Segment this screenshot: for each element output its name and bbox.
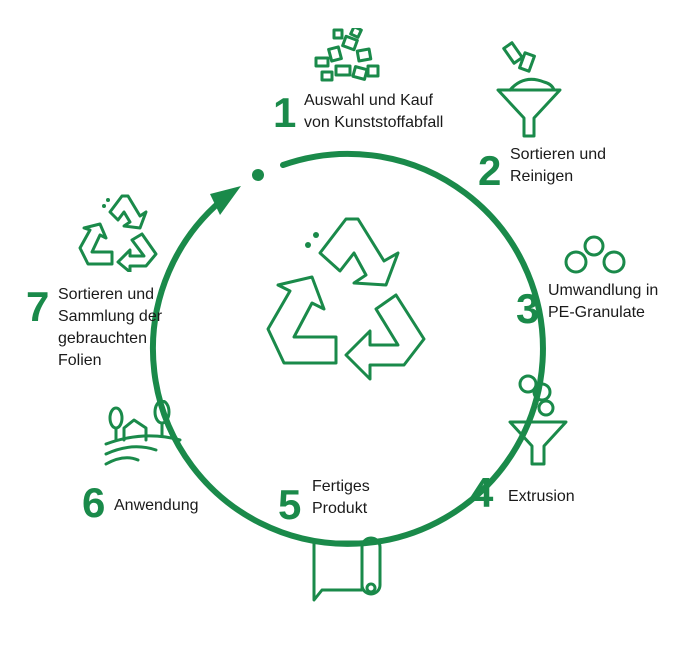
- step-3-label-line-1: Umwandlung in: [548, 282, 659, 299]
- step-2-label-line-1: Sortieren und: [510, 146, 607, 163]
- step-5-number: 5: [278, 481, 302, 528]
- step-5-label-line-2: Produkt: [312, 500, 368, 517]
- step-4-number: 4: [470, 469, 494, 516]
- granules-icon: [564, 235, 626, 274]
- step-1-number: 1: [273, 89, 297, 136]
- recycle-large-icon: [266, 217, 426, 381]
- farm-field-icon: [104, 400, 182, 466]
- step-7-label-line-1: Sortieren und: [58, 286, 155, 303]
- step-7-label-line-3: gebrauchten: [58, 330, 147, 347]
- extrusion-funnel-icon: [508, 374, 568, 466]
- step-2-number: 2: [478, 147, 502, 194]
- step-4-label-line-1: Extrusion: [508, 488, 575, 505]
- plastic-waste-pile-icon: [314, 28, 380, 82]
- step-1-label-line-1: Auswahl und Kauf: [304, 92, 433, 109]
- recycle-small-icon: [78, 194, 158, 272]
- step-7-number: 7: [26, 283, 50, 330]
- step-1-label-line-2: von Kunststoffabfall: [304, 114, 444, 131]
- step-7-label-line-4: Folien: [58, 352, 102, 369]
- step-3-label-line-2: PE-Granulate: [548, 304, 645, 321]
- step-6-label-line-1: Anwendung: [114, 497, 199, 514]
- film-roll-icon: [312, 536, 382, 602]
- step-3-number: 3: [516, 285, 540, 332]
- step-2-label-line-2: Reinigen: [510, 168, 574, 185]
- step-5-label-line-1: Fertiges: [312, 478, 370, 495]
- step-6-number: 6: [82, 479, 106, 526]
- step-7-label-line-2: Sammlung der: [58, 308, 163, 325]
- funnel-sorting-icon: [496, 41, 562, 138]
